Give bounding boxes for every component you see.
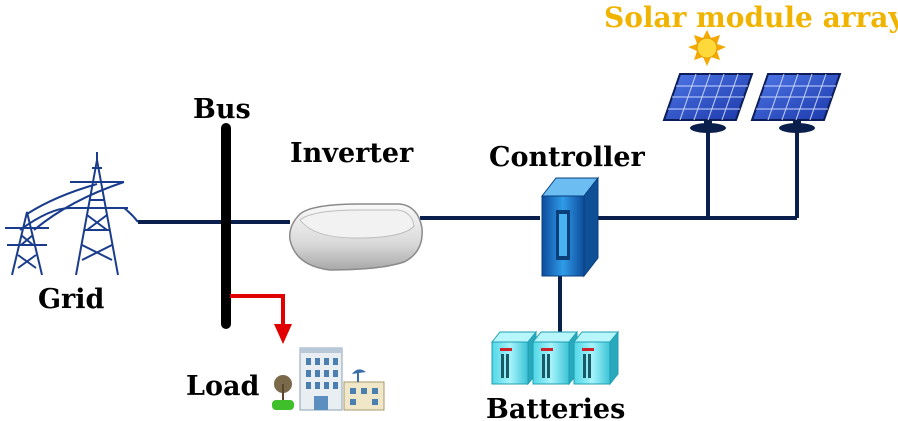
grid-label: Grid: [38, 284, 105, 315]
inverter-icon: [288, 203, 423, 271]
transmission-tower-icon: [5, 152, 139, 276]
batteries-label: Batteries: [486, 394, 626, 421]
solar-array-label: Solar module array: [604, 1, 898, 34]
load-label: Load: [186, 371, 260, 402]
load-arrow: [230, 294, 292, 344]
bus-label: Bus: [193, 94, 251, 125]
battery-icon: [490, 330, 620, 386]
inverter-label: Inverter: [290, 138, 414, 169]
sun-icon: [688, 30, 726, 66]
controller-icon: [540, 176, 600, 278]
solar-panel-icon: [662, 73, 842, 133]
buildings-icon: [272, 347, 385, 411]
controller-label: Controller: [489, 142, 645, 173]
wires: [138, 130, 799, 332]
